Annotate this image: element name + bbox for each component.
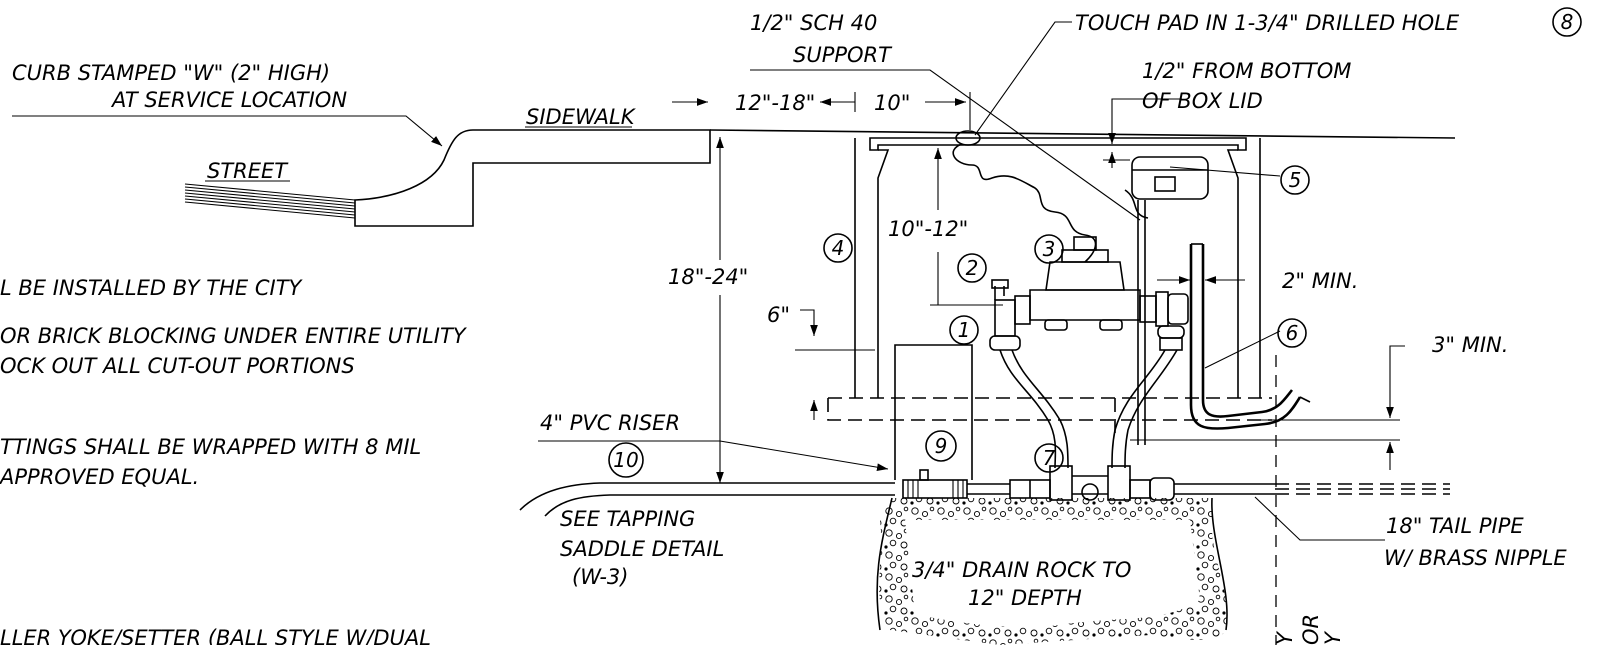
street-label: STREET [207,159,289,183]
meter-setter-fittings [989,279,1189,351]
note-brick-line2: OCK OUT ALL CUT-OUT PORTIONS [0,354,355,378]
setter-riser-legs [999,349,1178,469]
from-bottom-label-line1: 1/2" FROM BOTTOM [1142,59,1351,83]
tapping-label-line1: SEE TAPPING [560,507,695,531]
note-city: L BE INSTALLED BY THE CITY [0,276,304,300]
tail-pipe-label-line2: W/ BRASS NIPPLE [1384,546,1567,570]
callout-2: 2 [966,256,979,280]
drawing-labels: CURB STAMPED "W" (2" HIGH) AT SERVICE LO… [0,11,1567,645]
callout-5: 5 [1289,168,1302,192]
touch-pad-label: TOUCH PAD IN 1-3/4" DRILLED HOLE [1075,11,1460,35]
callout-6: 6 [1286,321,1299,345]
curb-label-line2: AT SERVICE LOCATION [110,88,347,112]
tapping-label-line3: (W-3) [572,565,628,589]
dim-18-24: 18"-24" [668,265,748,289]
edge-text-2: OR [1299,614,1323,645]
callout-10: 10 [613,448,638,472]
curb-label-line1: CURB STAMPED "W" (2" HIGH) [12,61,330,85]
curb-and-street [12,115,711,227]
dim-12-18: 12"-18" [735,91,815,115]
note-brick-line1: OR BRICK BLOCKING UNDER ENTIRE UTILITY [0,324,468,348]
dim-10-12: 10"-12" [888,217,968,241]
callout-7: 7 [1043,446,1056,470]
callout-1: 1 [958,318,971,342]
from-bottom-label-line2: OF BOX LID [1142,89,1263,113]
edge-text-3: Y [1321,630,1345,645]
sidewalk-label: SIDEWALK [526,105,637,129]
drain-rock-label-line1: 3/4" DRAIN ROCK TO [912,558,1131,582]
note-wrap-line2: APPROVED EQUAL. [0,465,199,489]
callout-4: 4 [832,236,845,260]
note-yoke: LLER YOKE/SETTER (BALL STYLE W/DUAL [0,626,431,645]
note-wrap-line1: TTINGS SHALL BE WRAPPED WITH 8 MIL [0,435,421,459]
dimension-lines [672,21,1405,483]
dim-3-min: 3" MIN. [1432,333,1508,357]
callout-3: 3 [1043,237,1056,261]
radio-transmitter [1131,156,1281,200]
drain-rock-label-line2: 12" DEPTH [968,586,1082,610]
dim-2-min: 2" MIN. [1282,269,1358,293]
callout-8: 8 [1561,10,1574,34]
tapping-label-line2: SADDLE DETAIL [560,537,724,561]
meter-box [827,137,1400,441]
tail-pipe [1189,243,1311,430]
dim-6: 6" [767,303,790,327]
ground-line [709,129,1456,139]
edge-text-1: Y [1273,630,1297,645]
support-label-line1: 1/2" SCH 40 [750,11,877,35]
pvc-riser-label: 4" PVC RISER [540,411,680,435]
drain-rock-bed [876,497,1228,645]
tail-pipe-label-line1: 18" TAIL PIPE [1386,514,1524,538]
callout-9: 9 [935,434,948,458]
support-label-line2: SUPPORT [793,43,893,67]
dim-10: 10" [874,91,910,115]
callout-bubbles: 1 2 3 4 5 6 7 8 9 10 [608,7,1582,478]
